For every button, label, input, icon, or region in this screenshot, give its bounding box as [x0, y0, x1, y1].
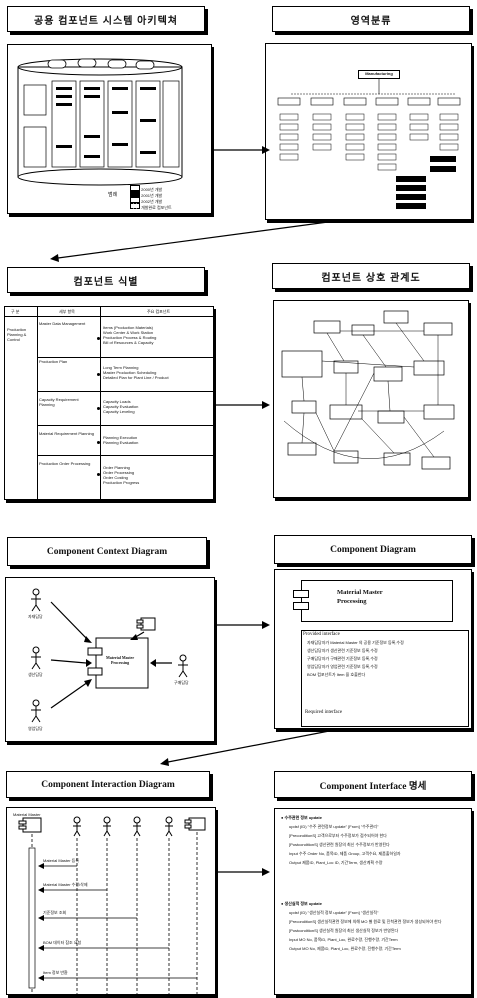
interaction-panel: Material Master Material M	[6, 807, 216, 995]
classification-panel: Manufacturing	[265, 43, 472, 220]
actor-label-sales: 영업담당	[28, 726, 43, 731]
architecture-panel: 범례 2000년 개발 2001년 개발 2002년 개발 개발완료 컴포넌트	[7, 44, 212, 214]
actor-icons	[31, 588, 188, 723]
table-col-divider	[37, 307, 38, 499]
title-component: Component Diagram	[274, 535, 472, 564]
row-item: Master Data Management	[39, 321, 86, 326]
legend-item-2002: 2002년 개발	[130, 197, 162, 204]
row-marker	[97, 441, 100, 444]
row-marker	[97, 407, 100, 410]
actor-label-material: 자재담당	[28, 614, 43, 619]
row-marker	[97, 473, 100, 476]
title-architecture: 공용 컴포넌트 시스템 아키텍쳐	[7, 6, 205, 32]
table-group-cell: Production Planning & Control	[7, 327, 27, 342]
row-marker	[97, 373, 100, 376]
spec-section-title: ● 생산실적 정보 update	[281, 901, 322, 906]
spec-lines: updsf (ID) "생산실적 정보 update" [From] "생산실적…	[289, 910, 442, 951]
interface-box	[301, 630, 469, 727]
table-row: Master Data Management Items (Production…	[37, 319, 213, 358]
legend-item-done: 개발완료 컴포넌트	[130, 203, 172, 210]
legend-item-2001: 2001년 개발	[130, 191, 162, 198]
component-port-bottom	[293, 602, 309, 610]
table-header: 구 분 세부 항목 주요 컴포넌트	[5, 307, 213, 317]
classification-root: Manufacturing	[358, 70, 400, 79]
interaction-header: Material Master	[13, 812, 41, 817]
legend-label: 범례	[108, 192, 118, 198]
relationship-panel	[273, 300, 469, 498]
context-drawing	[31, 588, 188, 723]
row-marker	[97, 337, 100, 340]
title-interface: Component Interface 명세	[274, 771, 472, 798]
title-identification: 컴포넌트 식별	[7, 267, 205, 293]
header-comps: 주요 컴포넌트	[147, 309, 171, 314]
classification-tree	[277, 79, 461, 209]
relationship-drawing	[281, 310, 455, 470]
identification-panel: 구 분 세부 항목 주요 컴포넌트 Production Planning & …	[4, 306, 214, 500]
provided-interface-list: 자재담당자가 Material Master 의 공용 기준정보 등록,수정 생…	[307, 640, 404, 677]
row-item: Capacity Requirement Planning	[39, 397, 79, 407]
actor-label-purchase: 구매담당	[174, 680, 189, 685]
required-interface-label: Required interface	[305, 710, 343, 715]
title-context: Component Context Diagram	[7, 537, 207, 566]
message-label: 기준정보 조회	[43, 910, 67, 915]
actor-label-production: 생산담당	[28, 672, 43, 677]
table-row: Material Requirement Planning Planning E…	[37, 425, 213, 456]
bullet-icon: ●	[281, 901, 285, 906]
spec-section: ● 생산실적 정보 update updsf (ID) "생산실적 정보 upd…	[281, 901, 467, 955]
row-item: Production Order Processing	[39, 461, 91, 466]
message-label: Material Master 수정/삭제	[43, 882, 88, 887]
provided-interface-label: Provided interface	[303, 632, 340, 637]
row-comps: Items (Production Materials)Work Center …	[103, 325, 157, 345]
message-label: Material Master 등록	[43, 858, 80, 863]
table-row: Production Order Processing Order Planni…	[37, 455, 213, 499]
interface-spec-panel: ● 수주관련 정보 update updsf (ID) "수주 관련정보 upd…	[274, 808, 472, 995]
title-relationship: 컴포넌트 상호 관계도	[272, 263, 470, 289]
component-port-top	[293, 590, 309, 598]
header-item: 세부 항목	[59, 309, 75, 314]
row-item: Material Requirement Planning	[39, 431, 94, 436]
title-interaction: Component Interaction Diagram	[6, 771, 210, 798]
interaction-drawing	[18, 816, 206, 994]
spec-section-title: ● 수주관련 정보 update	[281, 815, 322, 820]
bullet-icon: ●	[281, 815, 285, 820]
table-row: Capacity Requirement Planning Capacity L…	[37, 391, 213, 426]
row-item: Production Plan	[39, 359, 68, 364]
table-col-divider-2	[100, 307, 101, 499]
spec-section: ● 수주관련 정보 update updsf (ID) "수주 관련정보 upd…	[281, 815, 467, 869]
spec-lines: updsf (ID) "수주 관련정보 update" [From] "수주관리…	[289, 824, 401, 865]
message-label: BOM 데이터 참조 요청	[43, 940, 82, 945]
title-classification: 영역분류	[272, 6, 470, 32]
message-label: Item 정보 반환	[43, 970, 68, 975]
architecture-drawing	[17, 58, 183, 186]
component-box	[301, 580, 453, 622]
header-group: 구 분	[11, 309, 20, 314]
legend-item-2000: 2000년 개발	[130, 185, 162, 192]
